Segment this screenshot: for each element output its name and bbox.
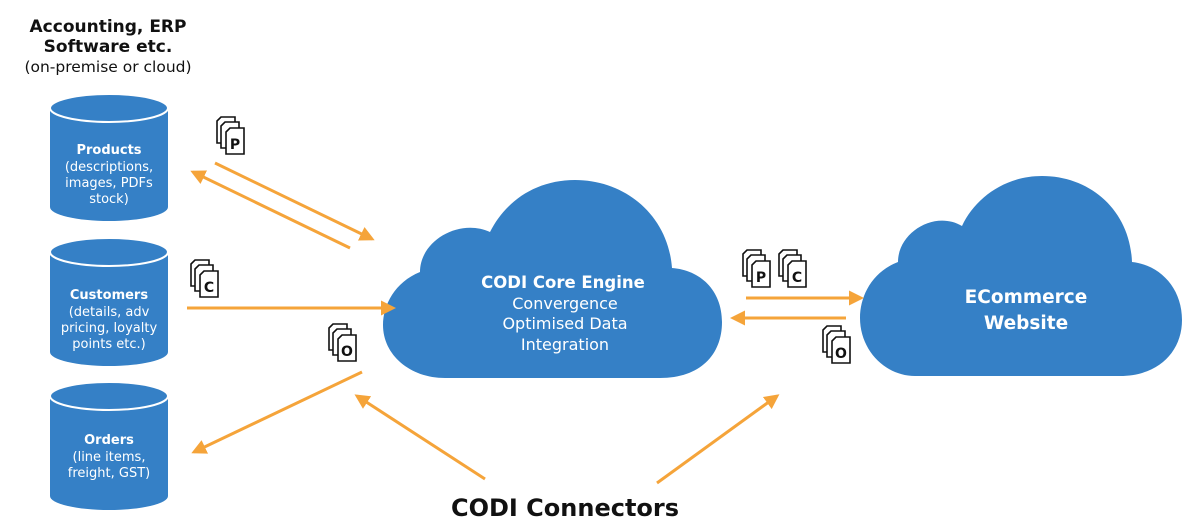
customers-line2: pricing, loyalty — [61, 321, 158, 336]
customers-title: Customers — [70, 288, 148, 303]
codi-connectors-label: CODI Connectors — [451, 494, 679, 522]
products-doc-icon: P — [216, 116, 245, 155]
orders-doc-icon-right: O — [822, 325, 851, 364]
arrow-products-to-core — [214, 161, 375, 241]
customers-doc-letter: C — [204, 280, 214, 296]
ecommerce-line2: Website — [984, 313, 1068, 334]
header-subtitle: (on-premise or cloud) — [24, 58, 191, 76]
orders-doc-icon: O — [328, 323, 357, 362]
orders-doc-letter: O — [341, 344, 353, 360]
database-customers: Customers (details, adv pricing, loyalty… — [49, 237, 169, 366]
products-doc-letter: P — [230, 137, 240, 153]
header-title-line1: Accounting, ERP — [30, 17, 187, 37]
arrow-core-to-products — [190, 170, 351, 250]
orders-title: Orders — [84, 433, 134, 448]
orders-doc-letter-right: O — [835, 346, 847, 362]
core-line1: Convergence — [512, 294, 618, 313]
customers-doc-letter-right: C — [792, 270, 802, 286]
products-doc-icon-right: P — [742, 249, 771, 288]
products-doc-letter-right: P — [756, 270, 766, 286]
header-title-line2: Software etc. — [44, 37, 173, 57]
cloud-ecommerce: ECommerce Website — [860, 176, 1182, 376]
arrow-core-to-orders — [191, 370, 363, 454]
arrow-connectors-to-core — [354, 394, 486, 481]
customers-doc-icon: C — [190, 259, 219, 298]
core-title: CODI Core Engine — [481, 273, 645, 292]
arrow-connectors-to-ecommerce — [656, 394, 780, 485]
orders-line2: freight, GST) — [68, 466, 150, 481]
database-products: Products (descriptions, images, PDFs sto… — [49, 93, 169, 221]
customers-line3: points etc.) — [72, 337, 146, 352]
products-line1: (descriptions, — [65, 160, 153, 175]
core-line3: Integration — [521, 335, 609, 354]
products-title: Products — [76, 143, 141, 158]
customers-doc-icon-right: C — [778, 249, 807, 288]
ecommerce-line1: ECommerce — [965, 287, 1088, 308]
products-line3: stock) — [89, 192, 129, 207]
connector-arrows — [187, 161, 864, 485]
products-line2: images, PDFs — [65, 176, 153, 191]
cloud-core-engine: CODI Core Engine Convergence Optimised D… — [383, 180, 722, 378]
orders-line1: (line items, — [73, 450, 146, 465]
core-line2: Optimised Data — [502, 314, 627, 333]
database-orders: Orders (line items, freight, GST) — [49, 381, 169, 510]
customers-line1: (details, adv — [69, 305, 150, 320]
